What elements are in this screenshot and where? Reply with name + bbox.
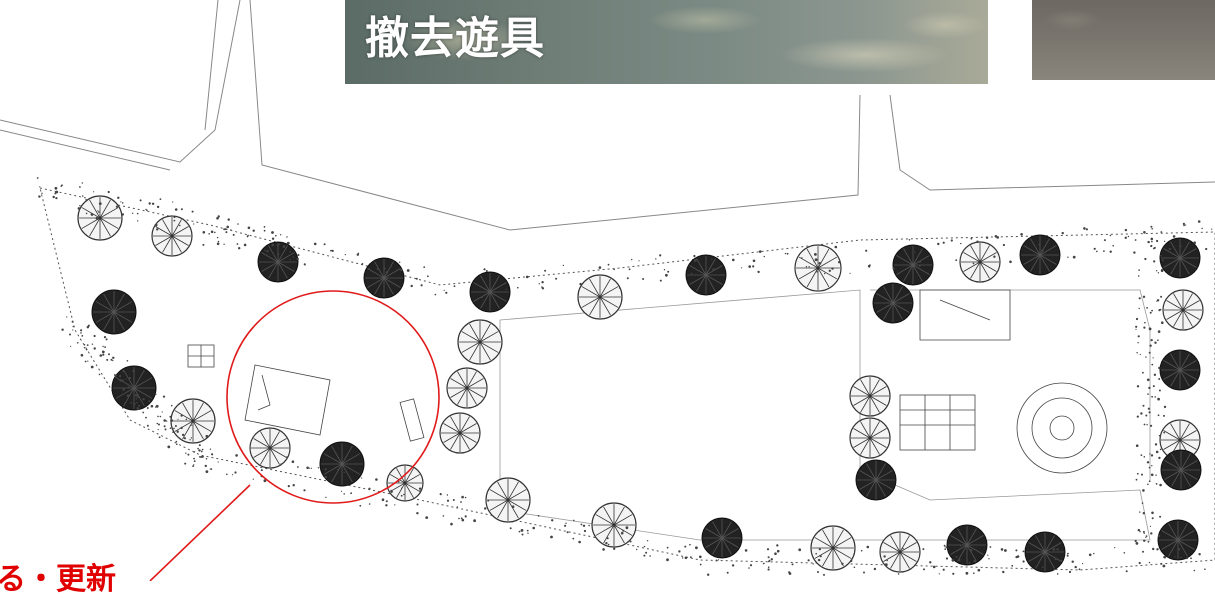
tree-dark-icon: [685, 254, 727, 296]
tree-dark-icon: [855, 459, 897, 501]
tree-icon: [591, 502, 637, 548]
renewal-note-label: る・更新: [0, 562, 116, 597]
tree-dark-icon: [319, 441, 365, 487]
tree-icon: [170, 398, 216, 444]
tree-dark-icon: [892, 244, 934, 286]
tree-dark-icon: [701, 517, 743, 559]
tree-dark-symbols: [91, 234, 1202, 573]
tree-icon: [794, 244, 842, 292]
leader-line: [149, 484, 251, 581]
tree-icon: [810, 525, 856, 571]
tree-icon: [879, 531, 921, 573]
tree-icon: [77, 195, 123, 241]
tree-dark-icon: [1157, 519, 1199, 561]
tree-icon: [151, 215, 193, 257]
tree-icon: [849, 417, 891, 459]
tree-icon: [959, 241, 1001, 283]
tree-dark-icon: [946, 524, 988, 566]
road-lines: [0, 0, 1215, 231]
tree-dark-icon: [91, 289, 137, 335]
tree-icon: [1162, 289, 1204, 331]
highlight-circle: [226, 290, 440, 504]
tree-icon: [485, 477, 531, 523]
tree-icon: [446, 367, 488, 409]
tree-icon: [457, 319, 503, 365]
side-photo: [1032, 0, 1215, 80]
removed-equipment-photo: 撤去遊具: [345, 0, 988, 84]
play-equipment-symbols: [187, 289, 1108, 474]
tree-icon: [1159, 419, 1201, 461]
photo-caption: 撤去遊具: [365, 13, 545, 64]
tree-dark-icon: [1019, 234, 1061, 276]
inner-plaza: [499, 289, 1151, 541]
tree-symbols: [77, 195, 1204, 573]
park-plan-drawing: [0, 0, 1215, 581]
tree-dark-icon: [469, 271, 511, 313]
tree-icon: [386, 464, 424, 502]
tree-icon: [577, 274, 623, 320]
tree-dark-icon: [257, 241, 299, 283]
tree-dark-icon: [363, 257, 405, 299]
tree-dark-icon: [1159, 349, 1201, 391]
tree-icon: [439, 412, 481, 454]
tree-dark-icon: [1024, 531, 1066, 573]
tree-dark-icon: [1159, 237, 1201, 279]
tree-icon: [249, 427, 291, 469]
tree-icon: [849, 375, 891, 417]
park-boundary: [39, 187, 1215, 571]
tree-dark-icon: [872, 282, 914, 324]
tree-dark-icon: [1160, 449, 1202, 491]
